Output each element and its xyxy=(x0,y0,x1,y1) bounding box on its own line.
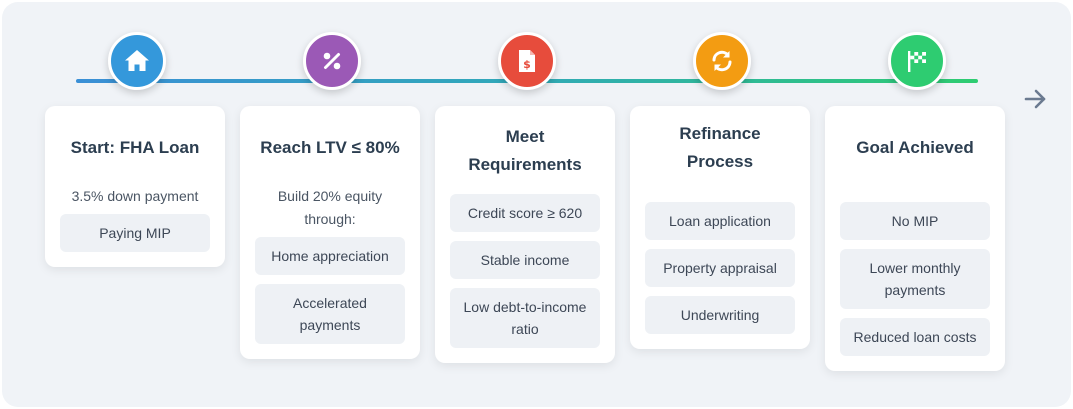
step-title: Refinance Process xyxy=(679,124,761,171)
step-title: Goal Achieved xyxy=(856,138,974,157)
step-item: Credit score ≥ 620 xyxy=(450,194,600,232)
step-description: Build 20% equity through: xyxy=(277,188,383,227)
step-description: 3.5% down payment xyxy=(71,188,199,204)
step-item: Accelerated payments xyxy=(255,284,405,344)
svg-text:$: $ xyxy=(523,58,531,71)
step-item: Underwriting xyxy=(645,296,795,334)
step-item: Loan application xyxy=(645,202,795,240)
step-card-goal: Goal Achieved No MIP Lower monthly payme… xyxy=(825,106,1005,371)
step-title: Start: FHA Loan xyxy=(70,138,200,157)
step-title: Reach LTV ≤ 80% xyxy=(260,138,400,157)
step-item: Lower monthly payments xyxy=(840,249,990,309)
step-card-refinance: Refinance Process Loan application Prope… xyxy=(630,106,810,349)
step-item: Reduced loan costs xyxy=(840,318,990,356)
step-card-requirements: Meet Requirements Credit score ≥ 620 Sta… xyxy=(435,106,615,363)
arrow-right-icon xyxy=(1024,89,1046,109)
house-icon xyxy=(108,32,166,90)
step-title: Meet Requirements xyxy=(468,127,582,174)
percent-icon xyxy=(303,32,361,90)
dollar-document-icon: $ xyxy=(498,32,556,90)
step-item: Stable income xyxy=(450,241,600,279)
step-item: Paying MIP xyxy=(60,214,210,252)
step-item: Low debt-to-income ratio xyxy=(450,288,600,348)
step-item: Home appreciation xyxy=(255,237,405,275)
checkered-flag-icon xyxy=(888,32,946,90)
sync-arrows-icon xyxy=(693,32,751,90)
step-item: No MIP xyxy=(840,202,990,240)
step-item: Property appraisal xyxy=(645,249,795,287)
step-card-ltv: Reach LTV ≤ 80% Build 20% equity through… xyxy=(240,106,420,359)
step-card-start: Start: FHA Loan 3.5% down payment Paying… xyxy=(45,106,225,267)
